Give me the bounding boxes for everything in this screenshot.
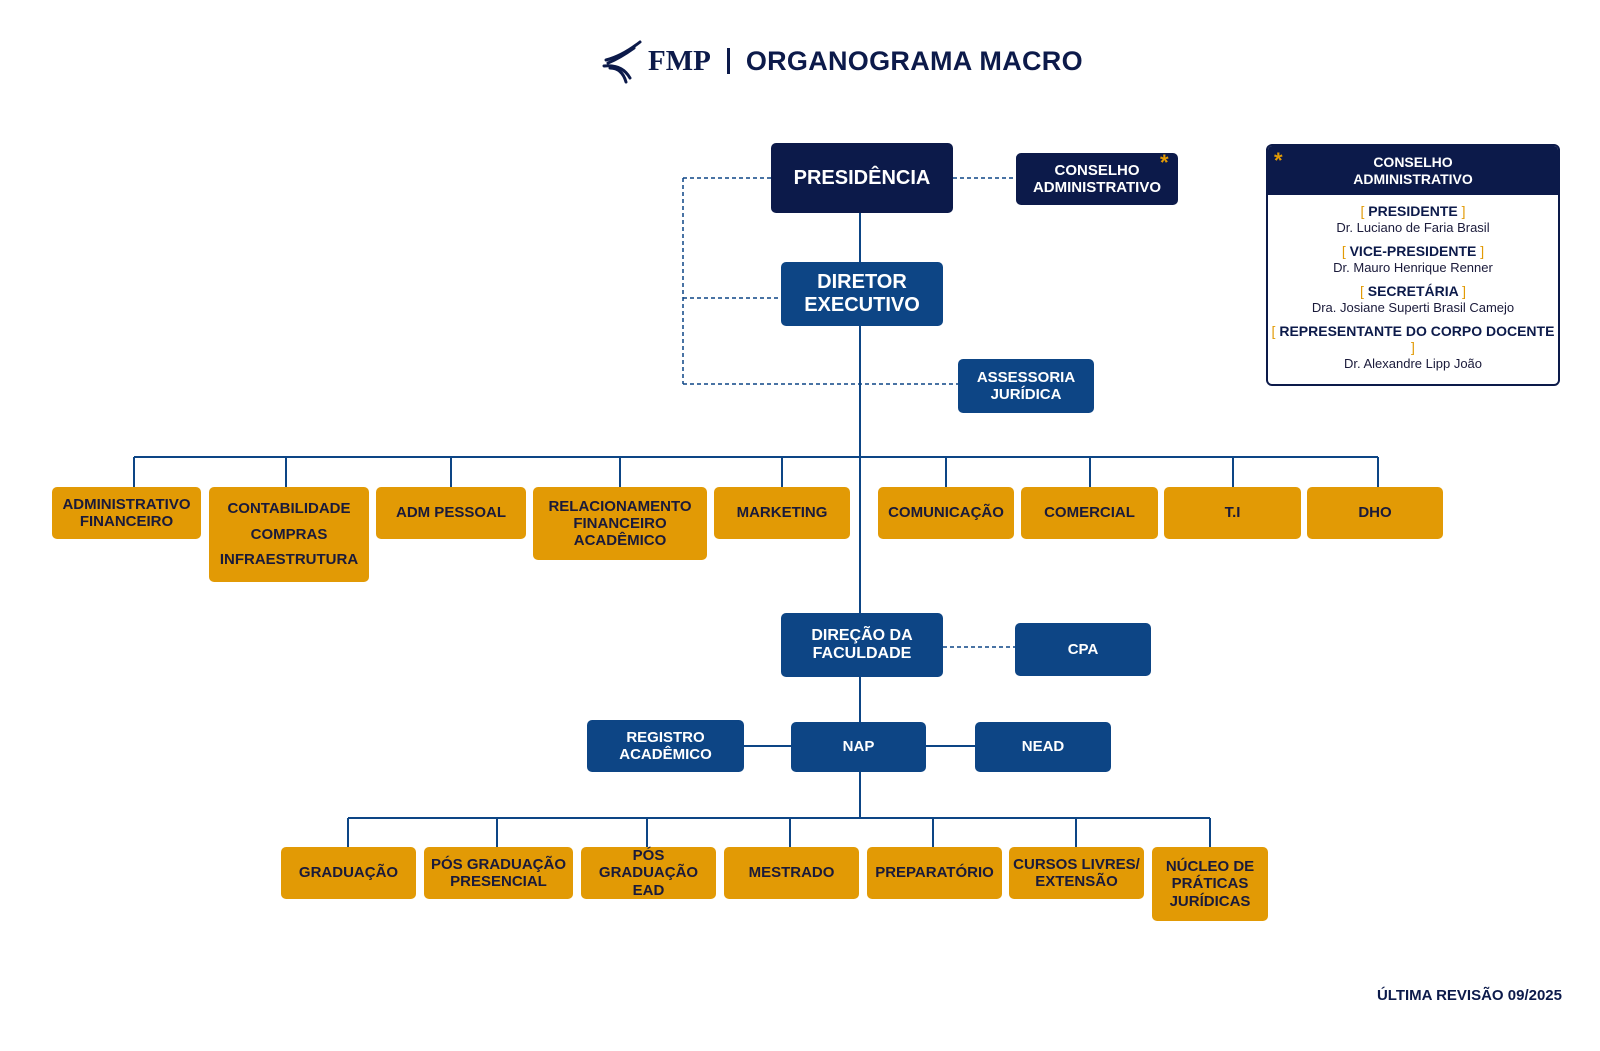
diretor-executivo-label: DIRETOR EXECUTIVO: [804, 271, 920, 316]
registro-academico-box[interactable]: REGISTRO ACADÊMICO: [587, 720, 744, 772]
program-label: PÓS GRADUAÇÃO PRESENCIAL: [430, 855, 566, 890]
presidencia-label: PRESIDÊNCIA: [793, 166, 931, 189]
cpa-label: CPA: [1067, 640, 1099, 658]
program-box[interactable]: NÚCLEO DE PRÁTICAS JURÍDICAS: [1152, 847, 1268, 921]
direcao-faculdade-box[interactable]: DIREÇÃO DA FACULDADE: [781, 613, 943, 677]
diretor-executivo-box[interactable]: DIRETOR EXECUTIVO: [781, 262, 943, 326]
header: FMP ORGANOGRAMA MACRO: [600, 36, 1083, 86]
program-label: GRADUAÇÃO: [298, 864, 399, 882]
revision-footer: ÚLTIMA REVISÃO 09/2025: [1376, 987, 1562, 1004]
assessoria-juridica-label: ASSESSORIA JURÍDICA: [976, 368, 1076, 403]
dept-label: T.I: [1224, 504, 1241, 522]
conselho-label: CONSELHO ADMINISTRATIVO: [1032, 161, 1162, 196]
dept-label: COMUNICAÇÃO: [888, 504, 1004, 522]
legend-member-name: Dr. Luciano de Faria Brasil: [1336, 220, 1490, 235]
dept-label: COMERCIAL: [1044, 504, 1135, 522]
registro-academico-label: REGISTRO ACADÊMICO: [619, 728, 712, 763]
program-box[interactable]: PREPARATÓRIO: [867, 847, 1002, 899]
legend-role: [ VICE-PRESIDENTE ]: [1341, 243, 1485, 259]
dept-label: DHO: [1358, 504, 1392, 522]
fmp-logo-icon: [602, 40, 642, 84]
dept-box[interactable]: RELACIONAMENTO FINANCEIRO ACADÊMICO: [533, 487, 707, 560]
legend-role: [ REPRESENTANTE DO CORPO DOCENTE ]: [1271, 323, 1555, 355]
dept-box[interactable]: MARKETING: [714, 487, 850, 539]
legend-role: [ PRESIDENTE ]: [1360, 203, 1466, 219]
nap-label: NAP: [842, 738, 875, 756]
program-box[interactable]: MESTRADO: [724, 847, 859, 899]
program-label: MESTRADO: [748, 864, 835, 882]
legend-member-name: Dr. Alexandre Lipp João: [1343, 356, 1483, 371]
dept-box[interactable]: CONTABILIDADE COMPRAS INFRAESTRUTURA: [209, 487, 369, 582]
program-label: PÓS GRADUAÇÃO EAD: [598, 847, 699, 899]
nead-label: NEAD: [1021, 738, 1065, 756]
legend-role: [ SECRETÁRIA ]: [1359, 283, 1467, 299]
dept-box[interactable]: ADMINISTRATIVO FINANCEIRO: [52, 487, 201, 539]
legend-members: [ PRESIDENTE ] Dr. Luciano de Faria Bras…: [1268, 203, 1558, 371]
dept-label: MARKETING: [736, 504, 828, 522]
dept-box[interactable]: DHO: [1307, 487, 1443, 539]
nap-box[interactable]: NAP: [791, 722, 926, 772]
page-title: ORGANOGRAMA MACRO: [745, 45, 1083, 76]
program-box[interactable]: PÓS GRADUAÇÃO EAD: [581, 847, 716, 899]
program-box[interactable]: GRADUAÇÃO: [281, 847, 416, 899]
program-label: PREPARATÓRIO: [875, 864, 994, 882]
logo-text: FMP: [648, 44, 711, 77]
dept-box[interactable]: COMERCIAL: [1021, 487, 1158, 539]
dept-label: ADMINISTRATIVO FINANCEIRO: [62, 495, 191, 530]
dept-label: ADM PESSOAL: [395, 504, 506, 522]
conselho-asterisk: *: [1160, 150, 1169, 175]
dept-box[interactable]: T.I: [1164, 487, 1301, 539]
program-label: NÚCLEO DE PRÁTICAS JURÍDICAS: [1165, 858, 1255, 910]
assessoria-juridica-box[interactable]: ASSESSORIA JURÍDICA: [958, 359, 1094, 413]
legend-title: CONSELHO ADMINISTRATIVO: [1353, 153, 1473, 187]
presidencia-box[interactable]: PRESIDÊNCIA: [771, 143, 953, 213]
dept-label: CONTABILIDADE COMPRAS INFRAESTRUTURA: [219, 500, 359, 569]
cpa-box[interactable]: CPA: [1015, 623, 1151, 676]
header-divider: [726, 48, 730, 74]
conselho-box[interactable]: CONSELHO ADMINISTRATIVO: [1016, 153, 1178, 205]
nead-box[interactable]: NEAD: [975, 722, 1111, 772]
legend-member-name: Dr. Mauro Henrique Renner: [1333, 260, 1493, 275]
program-label: CURSOS LIVRES/ EXTENSÃO: [1013, 855, 1140, 890]
legend-member-name: Dra. Josiane Superti Brasil Camejo: [1311, 300, 1515, 315]
legend-asterisk: *: [1274, 148, 1283, 173]
legend-header: * CONSELHO ADMINISTRATIVO: [1268, 146, 1558, 195]
dept-label: RELACIONAMENTO FINANCEIRO ACADÊMICO: [548, 497, 692, 550]
program-box[interactable]: PÓS GRADUAÇÃO PRESENCIAL: [424, 847, 573, 899]
dept-box[interactable]: COMUNICAÇÃO: [878, 487, 1014, 539]
program-box[interactable]: CURSOS LIVRES/ EXTENSÃO: [1009, 847, 1144, 899]
dept-box[interactable]: ADM PESSOAL: [376, 487, 526, 539]
direcao-faculdade-label: DIREÇÃO DA FACULDADE: [811, 626, 913, 662]
conselho-legend-panel: * CONSELHO ADMINISTRATIVO [ PRESIDENTE ]…: [1266, 144, 1560, 386]
